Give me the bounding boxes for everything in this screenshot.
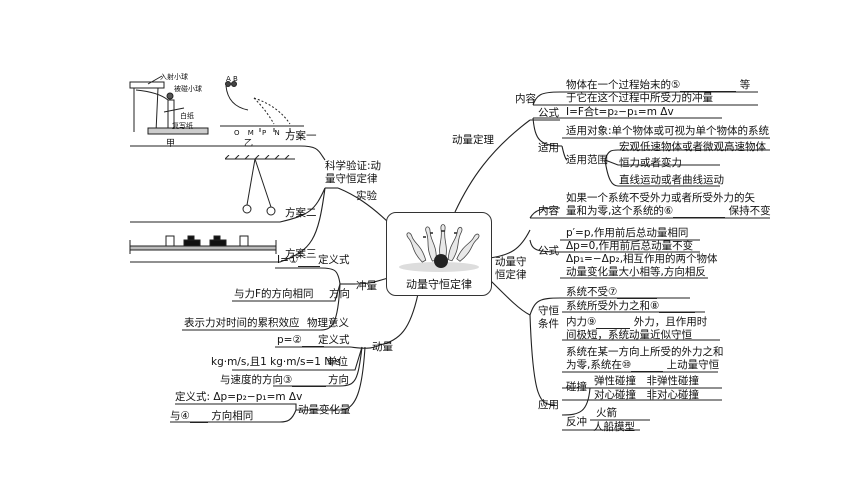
label-ab: A B xyxy=(226,75,238,83)
momentum-label: 动量 xyxy=(372,341,393,353)
center-title: 动量守恒定律 xyxy=(406,278,472,291)
impulse-def-formula: I=① xyxy=(277,254,321,267)
theorem-range-3: 直线运动或者曲线运动 xyxy=(619,174,724,186)
theorem-formula: I=F合t=p₂−p₁=m Δv xyxy=(566,106,674,118)
impulse-phys-text: 表示力对时间的累积效应 xyxy=(184,317,300,329)
plan1-label: 方案一 xyxy=(285,130,317,142)
plan1-apparatus-icon xyxy=(129,75,304,135)
collision-label: 碰撞 xyxy=(566,381,587,393)
conservation-content-1: 如果一个系统不受外力或者所受外力的矢 xyxy=(566,192,755,204)
conservation-c2: 系统所受外力之和⑧ xyxy=(566,300,696,313)
plan2-label: 方案二 xyxy=(285,207,317,219)
plan3-label: 方案三 xyxy=(285,248,317,260)
experiment-label: 实验 xyxy=(356,190,377,202)
momentum-def-formula: p=② xyxy=(277,334,324,347)
conservation-content-2: 量和为零,这个系统的⑥ 保持不变 xyxy=(566,205,771,218)
theorem-apply-object: 适用对象:单个物体或可视为单个物体的系统 xyxy=(566,125,770,137)
collision-1: 弹性碰撞 非弹性碰撞 xyxy=(594,375,699,387)
theorem-formula-label: 公式 xyxy=(538,107,559,119)
plan1-figure: 入射小球 被碰小球 白纸 复写纸 甲 乙 A B O M P N xyxy=(128,70,308,150)
conservation-label-2: 恒定律 xyxy=(495,269,527,281)
theorem-content-2: 于它在这个过程中所受力的冲量 xyxy=(566,92,713,104)
label-carbon: 复写纸 xyxy=(172,122,193,130)
theorem-apply-label: 适用 xyxy=(538,142,559,154)
impulse-def-label: 定义式 xyxy=(318,254,350,266)
conservation-f2: Δp=0,作用前后总动量不变 xyxy=(566,240,694,252)
plan3-figure xyxy=(128,228,278,258)
conservation-formula-label: 公式 xyxy=(538,245,559,257)
theorem-range-1: 宏观低速物体或者微观高速物体 xyxy=(619,141,766,153)
momentum-unit-label: 单位 xyxy=(327,356,348,368)
recoil-1: 火箭 xyxy=(596,407,617,419)
conservation-cond-label-1: 守恒 xyxy=(538,305,559,317)
label-pts: O M P N xyxy=(234,129,283,137)
verify-line2: 量守恒定律 xyxy=(325,173,378,185)
conservation-c5: 系统在某一方向上所受的外力之和 xyxy=(566,346,724,358)
label-yi: 乙 xyxy=(244,139,254,149)
momentum-dir-label: 方向 xyxy=(328,374,349,386)
conservation-label-1: 动量守 xyxy=(495,256,527,268)
impulse-phys-label: 物理意义 xyxy=(307,317,349,329)
theorem-content-label: 内容 xyxy=(515,93,536,105)
recoil-2: 人船模型 xyxy=(593,421,635,433)
conservation-app-label: 应用 xyxy=(538,399,559,411)
impulse-dir-label: 方向 xyxy=(329,288,350,300)
center-node: 动量守恒定律 xyxy=(386,212,492,296)
theorem-range-2: 恒力或者变力 xyxy=(619,157,682,169)
conservation-c3: 内力⑨ 外力，且作用时 xyxy=(566,316,708,329)
verify-line1: 科学验证:动 xyxy=(325,160,382,172)
conservation-c4: 间极短，系统动量近似守恒 xyxy=(566,329,692,341)
label-ball-in: 入射小球 xyxy=(160,73,188,81)
conservation-f3: Δp₁=−Δp₂,相互作用的两个物体 xyxy=(566,253,718,265)
conservation-c6: 为零,系统在⑩ 上动量守恒 xyxy=(566,359,720,372)
label-jia: 甲 xyxy=(166,139,176,149)
conservation-f4: 动量变化量大小相等,方向相反 xyxy=(566,266,706,278)
theorem-label: 动量定理 xyxy=(452,134,494,146)
theorem-range-label: 适用范围 xyxy=(566,154,608,166)
conservation-content-label: 内容 xyxy=(538,205,559,217)
momentum-change-dir: 与④ 方向相同 xyxy=(170,410,254,423)
collision-2: 对心碰撞 非对心碰撞 xyxy=(594,389,699,401)
momentum-def-label: 定义式 xyxy=(318,334,350,346)
theorem-content-1: 物体在一个过程始末的⑤ 等 xyxy=(566,79,751,92)
momentum-change-label: 动量变化量 xyxy=(298,404,351,416)
conservation-c1: 系统不受⑦ xyxy=(566,286,658,299)
label-ball-hit: 被碰小球 xyxy=(174,85,202,93)
impulse-label: 冲量 xyxy=(356,280,377,292)
conservation-f1: p′=p,作用前后总动量相同 xyxy=(566,227,689,239)
label-white: 白纸 xyxy=(180,112,194,120)
impulse-dir-text: 与力F的方向相同 xyxy=(234,288,314,300)
momentum-unit-text: kg·m/s,且1 kg·m/s=1 N·s xyxy=(211,356,341,368)
track-carts-icon xyxy=(129,235,277,254)
momentum-dir-text: 与速度的方向③ xyxy=(220,374,327,387)
conservation-cond-label-2: 条件 xyxy=(538,318,559,330)
bowling-pins-icon xyxy=(399,224,480,272)
pendulum-icon xyxy=(224,154,295,216)
momentum-change-def: 定义式: Δp=p₂−p₁=m Δv xyxy=(175,391,303,403)
plan2-figure xyxy=(224,154,295,220)
recoil-label: 反冲 xyxy=(566,416,587,428)
